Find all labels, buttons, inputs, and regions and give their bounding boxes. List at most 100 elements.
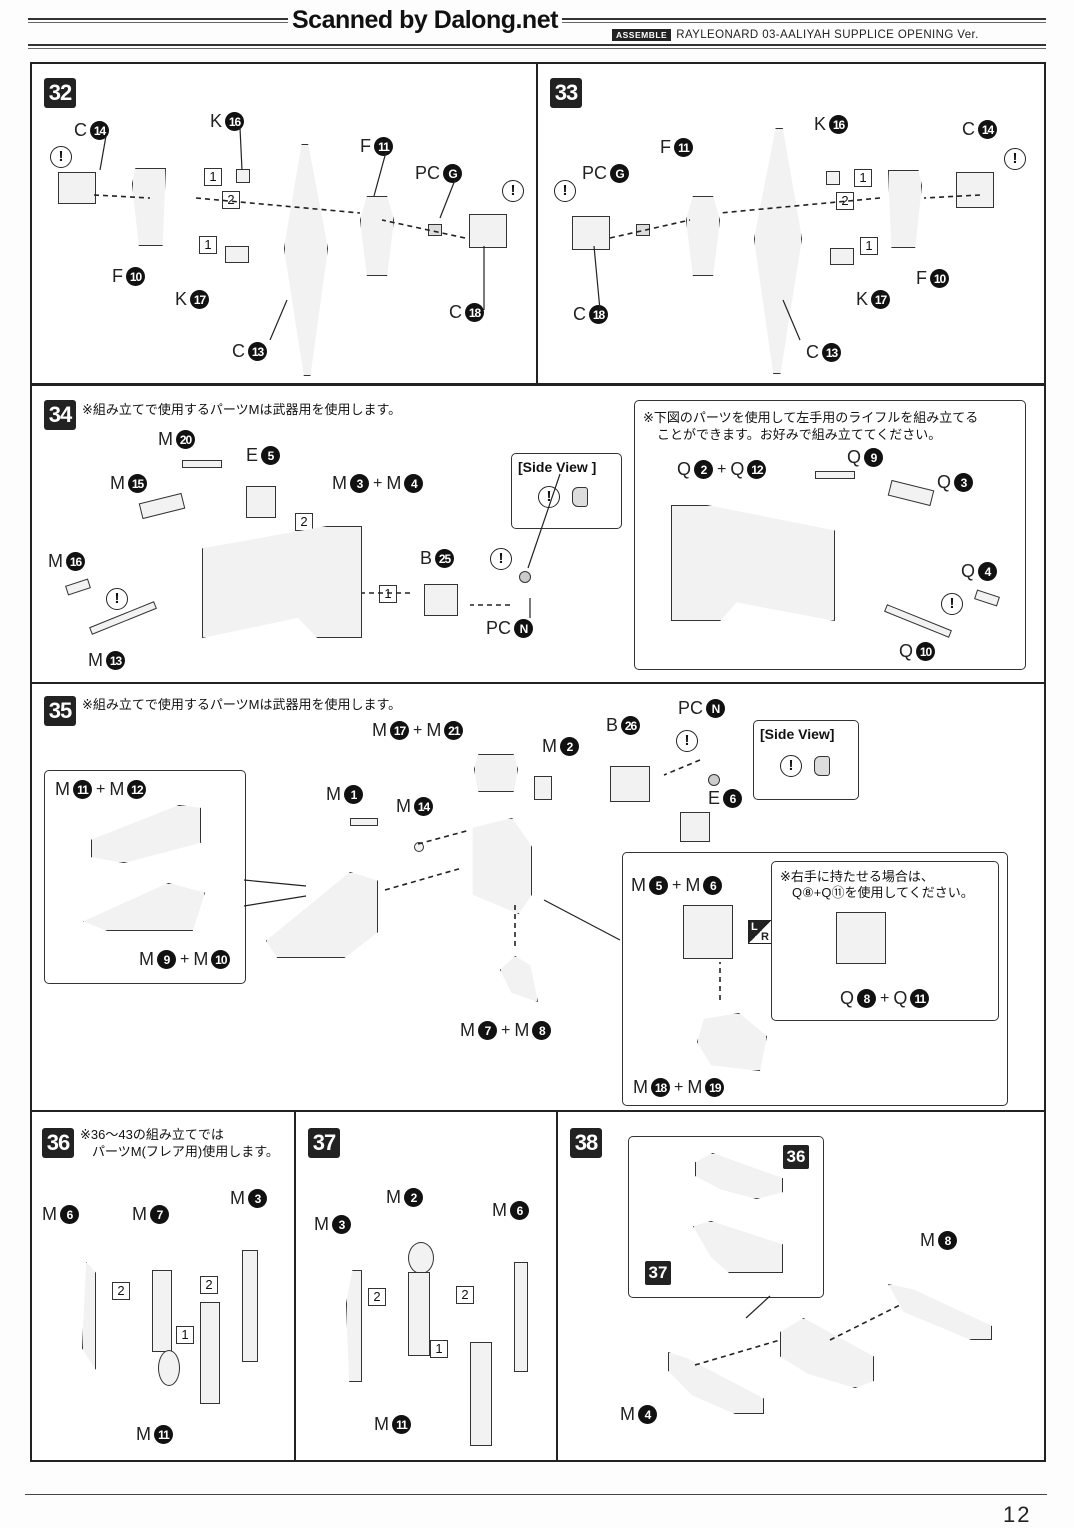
step-number: 33 bbox=[550, 78, 582, 108]
assemble-badge: ASSEMBLE bbox=[612, 29, 672, 41]
part-grip-body-drawing bbox=[472, 818, 532, 914]
part-q4-drawing bbox=[974, 589, 1000, 607]
sequence-marker: 1 bbox=[379, 585, 397, 603]
warning-icon: ! bbox=[1004, 148, 1026, 170]
sequence-marker: 2 bbox=[295, 513, 313, 531]
right-hand-note-line2: Q⑧+Q⑪を使用してください。 bbox=[792, 885, 974, 900]
polycap-side-shape bbox=[814, 756, 830, 776]
part-m11-drawing bbox=[470, 1342, 492, 1446]
page-header: Scanned by Dalong.net ASSEMBLE RAYLEONAR… bbox=[0, 0, 1074, 60]
part-f11-drawing bbox=[686, 196, 720, 276]
left-right-swap-icon: L R bbox=[745, 919, 775, 945]
part-b25-hand-drawing bbox=[424, 584, 458, 616]
part-e5-drawing bbox=[246, 486, 276, 518]
warning-icon: ! bbox=[490, 548, 512, 570]
part-m2-disc-drawing bbox=[408, 1242, 434, 1274]
warning-icon: ! bbox=[676, 730, 698, 752]
step-note-line2: パーツM(フレア用)使用します。 bbox=[92, 1144, 279, 1159]
step-number: 32 bbox=[44, 78, 76, 108]
page-number: 12 bbox=[1003, 1502, 1032, 1527]
part-m3-drawing bbox=[242, 1250, 258, 1362]
polycap-side-shape bbox=[572, 487, 588, 507]
alt-note-line2: ことができます。お好みで組み立ててください。 bbox=[657, 427, 942, 442]
part-m1-drawing bbox=[350, 818, 378, 826]
sequence-marker: 2 bbox=[112, 1282, 130, 1300]
step-note: ※組み立てで使用するパーツMは武器用を使用します。 bbox=[82, 697, 402, 712]
part-pcg-drawing bbox=[636, 224, 650, 236]
warning-icon: ! bbox=[941, 593, 963, 615]
part-m4-drawing bbox=[668, 1352, 764, 1414]
step-reference-badge: 37 bbox=[645, 1261, 671, 1285]
part-c14-drawing bbox=[58, 172, 96, 204]
sequence-marker: 2 bbox=[200, 1276, 218, 1294]
sequence-marker: 1 bbox=[176, 1326, 194, 1344]
sequence-marker: 2 bbox=[456, 1286, 474, 1304]
part-rifle-body-drawing bbox=[671, 505, 835, 621]
part-pcn-drawing bbox=[519, 571, 531, 583]
warning-icon: ! bbox=[50, 146, 72, 168]
part-q3-drawing bbox=[887, 479, 935, 507]
part-m9-m10-drawing bbox=[83, 883, 205, 931]
alt-note-line1: ※下図のパーツを使用して左手用のライフルを組み立てる bbox=[643, 410, 979, 425]
document-title: ASSEMBLE RAYLEONARD 03-AALIYAH SUPPLICE … bbox=[612, 29, 979, 41]
sequence-marker: 1 bbox=[860, 237, 878, 255]
side-view-title: [Side View ] bbox=[518, 459, 597, 475]
sequence-marker: 1 bbox=[199, 236, 217, 254]
part-e6-drawing bbox=[680, 812, 710, 842]
part-pcg-drawing bbox=[428, 224, 442, 236]
step-number: 35 bbox=[44, 696, 76, 726]
part-m3-drawing bbox=[346, 1270, 362, 1382]
side-view-callout: [Side View ] ! bbox=[511, 453, 622, 529]
part-m15-drawing bbox=[138, 492, 186, 520]
part-m7-disc-drawing bbox=[158, 1350, 180, 1386]
part-m16-drawing bbox=[65, 578, 91, 596]
sequence-marker: 1 bbox=[204, 168, 222, 186]
part-combined-assembly-drawing bbox=[780, 1318, 874, 1388]
right-hand-note-line1: ※右手に持たせる場合は、 bbox=[780, 869, 934, 884]
part-f10-drawing bbox=[132, 168, 166, 246]
part-m5-m6-drawing bbox=[683, 905, 733, 959]
header-rule-bottom-thin bbox=[28, 48, 1046, 49]
part-b26-hand-drawing bbox=[610, 766, 650, 802]
part-q9-drawing bbox=[815, 471, 855, 479]
step-note: ※組み立てで使用するパーツMは武器用を使用します。 bbox=[82, 402, 402, 417]
part-m6-drawing bbox=[514, 1262, 528, 1372]
side-view-callout: [Side View] ! bbox=[753, 720, 859, 800]
warning-icon: ! bbox=[554, 180, 576, 202]
left-hand-rifle-box: ※下図のパーツを使用して左手用のライフルを組み立てる ことができます。お好みで組… bbox=[634, 400, 1026, 670]
part-m11-drawing bbox=[200, 1302, 220, 1404]
part-barrel-assembly-drawing bbox=[266, 872, 378, 958]
warning-icon: ! bbox=[780, 755, 802, 777]
part-q8-q11-drawing bbox=[836, 912, 886, 964]
part-m7-m8-drawing bbox=[500, 956, 538, 1002]
step-note-line1: ※36〜43の組み立てでは bbox=[80, 1127, 224, 1142]
